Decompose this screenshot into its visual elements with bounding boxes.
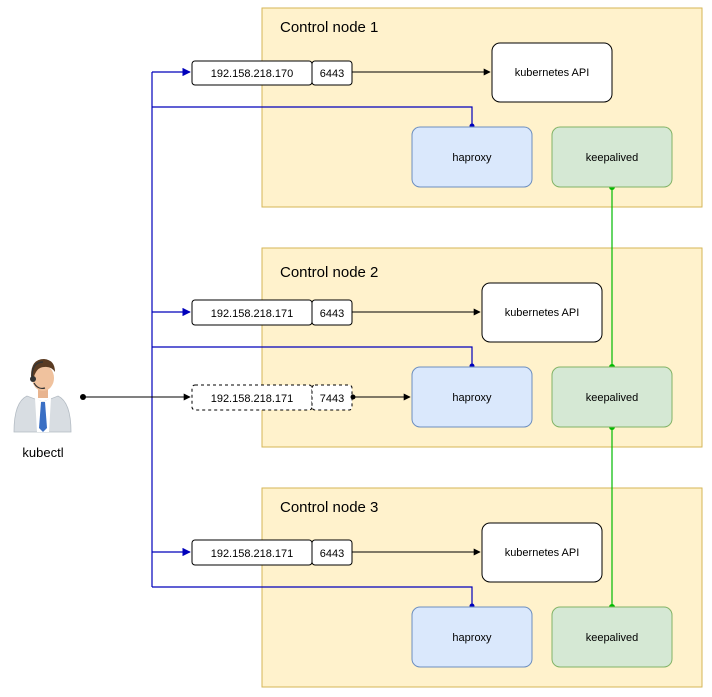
port-label-1: 6443 [320,68,344,80]
haproxy-label-2: haproxy [452,392,492,404]
haproxy-box-1: haproxy [411,126,533,188]
keepalived-box-2: keepalived [551,366,673,428]
kubernetes-api-label-3: kubernetes API [505,547,580,559]
ip-port-box-3: 192.158.218.171 6443 [191,539,353,566]
kubernetes-api-label-1: kubernetes API [515,67,590,79]
control-node-3-title: Control node 3 [280,499,378,516]
blue-line-haproxy-2 [152,346,473,365]
haproxy-box-3: haproxy [411,606,533,668]
blue-line-haproxy-1 [152,106,473,125]
user-icon [13,359,72,433]
control-node-2-title: Control node 2 [280,264,378,281]
haproxy-label-3: haproxy [452,632,492,644]
port-label-3: 6443 [320,548,344,560]
blue-line-haproxy-3 [152,586,473,605]
control-node-1-title: Control node 1 [280,19,378,36]
haproxy-label-1: haproxy [452,152,492,164]
kubernetes-api-box-3: kubernetes API [481,522,603,583]
ip-label-1: 192.158.218.170 [211,68,294,80]
blue-connectors [151,67,473,605]
vip-port-box: 192.158.218.171 7443 [191,384,353,411]
ip-label-3: 192.158.218.171 [211,548,294,560]
kubernetes-api-box-1: kubernetes API [491,42,613,103]
haproxy-box-2: haproxy [411,366,533,428]
keepalived-label-1: keepalived [586,152,639,164]
keepalived-box-1: keepalived [551,126,673,188]
keepalived-box-3: keepalived [551,606,673,668]
vip-dot [350,394,356,400]
keepalived-label-3: keepalived [586,632,639,644]
user-label: kubectl [22,445,63,460]
ip-label-2: 192.158.218.171 [211,308,294,320]
vip-ip-label: 192.158.218.171 [211,393,294,405]
kubernetes-api-label-2: kubernetes API [505,307,580,319]
ip-port-box-2: 192.158.218.171 6443 [191,299,353,326]
kubernetes-api-box-2: kubernetes API [481,282,603,343]
ip-port-box-1: 192.158.218.170 6443 [191,60,353,86]
port-label-2: 6443 [320,308,344,320]
vip-port-label: 7443 [320,393,344,405]
keepalived-label-2: keepalived [586,392,639,404]
